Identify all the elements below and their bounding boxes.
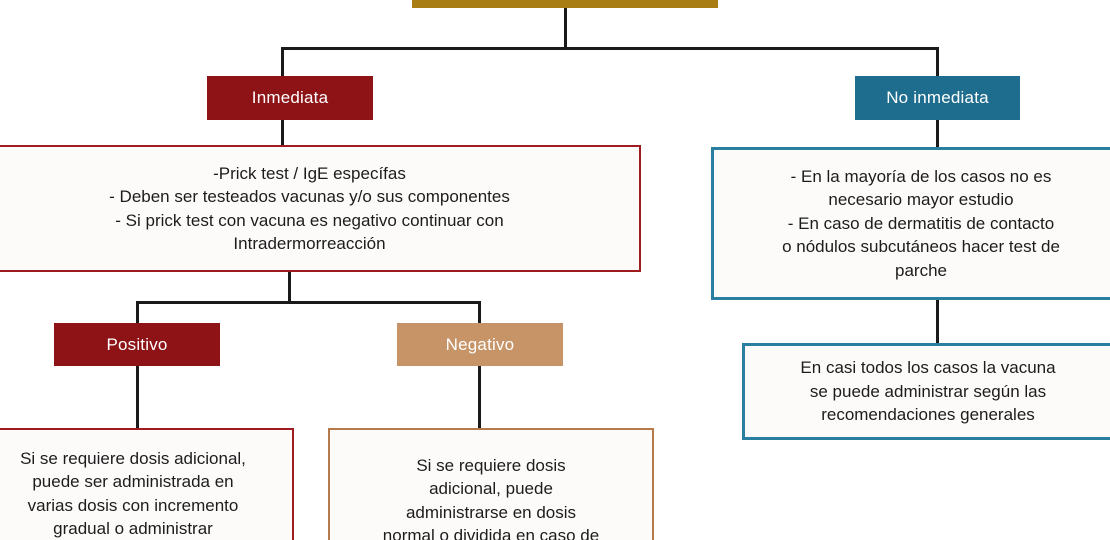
detail-box-inmediata: -Prick test / IgE específas - Deben ser … xyxy=(0,145,641,272)
detail-box-positivo: Si se requiere dosis adicional, puede se… xyxy=(0,428,294,540)
detail-box-negativo: Si se requiere dosis adicional, puede ad… xyxy=(328,428,654,540)
conclusion-box-no-inmediata: En casi todos los casos la vacuna se pue… xyxy=(742,343,1110,440)
connector-to-no-inmediata xyxy=(936,47,939,78)
node-positivo-label: Positivo xyxy=(106,334,168,354)
node-positivo[interactable]: Positivo xyxy=(54,323,220,366)
connector-detail-down xyxy=(288,272,291,303)
node-negativo[interactable]: Negativo xyxy=(397,323,563,366)
node-no-inmediata[interactable]: No inmediata xyxy=(855,76,1020,120)
connector-to-negativo xyxy=(478,301,481,324)
connector-to-inmediata xyxy=(281,47,284,78)
node-negativo-label: Negativo xyxy=(445,334,515,354)
connector-outcomes-horizontal xyxy=(136,301,481,304)
connector-root-horizontal xyxy=(281,47,939,50)
connector-positivo-to-detail xyxy=(136,366,139,429)
detail-box-negativo-text: Si se requiere dosis adicional, puede ad… xyxy=(382,456,600,540)
detail-box-no-inmediata: - En la mayoría de los casos no es neces… xyxy=(711,147,1110,300)
detail-box-positivo-text: Si se requiere dosis adicional, puede se… xyxy=(20,449,246,539)
connector-negativo-to-detail xyxy=(478,366,481,429)
node-no-inmediata-label: No inmediata xyxy=(886,88,989,108)
connector-inmediata-to-detail xyxy=(281,120,284,146)
detail-box-inmediata-text: -Prick test / IgE específas - Deben ser … xyxy=(109,163,510,253)
connector-no-inmediata-to-detail xyxy=(936,120,939,148)
node-inmediata[interactable]: Inmediata xyxy=(207,76,373,120)
root-node-gold xyxy=(412,0,718,8)
connector-no-inmediata-to-conclusion xyxy=(936,300,939,344)
node-inmediata-label: Inmediata xyxy=(251,88,329,108)
connector-to-positivo xyxy=(136,301,139,324)
conclusion-box-text: En casi todos los casos la vacuna se pue… xyxy=(800,358,1056,425)
detail-box-no-inmediata-text: - En la mayoría de los casos no es neces… xyxy=(782,166,1060,280)
connector-root-down xyxy=(564,8,567,50)
